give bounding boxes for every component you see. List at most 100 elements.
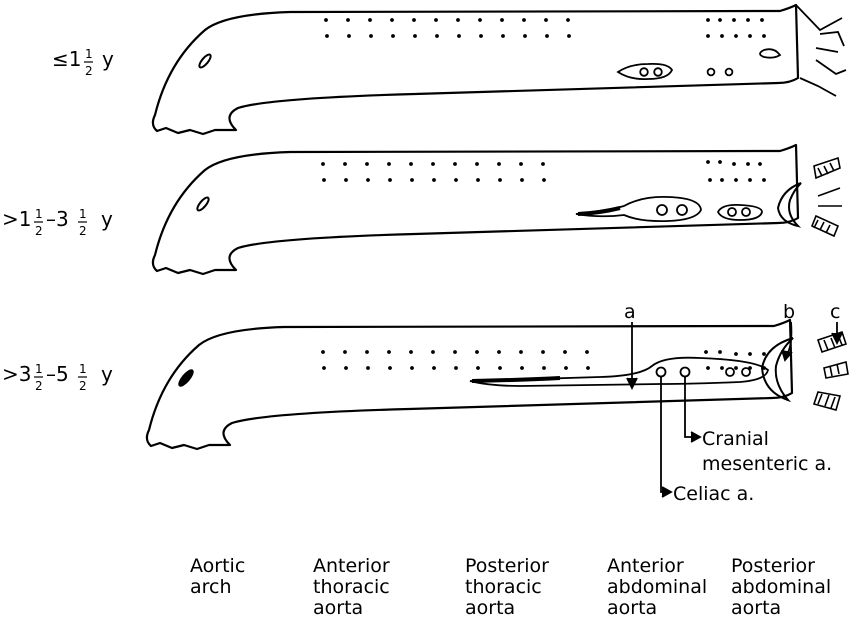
svg-text:y: y <box>102 47 114 71</box>
intercostal-ostium <box>748 178 752 182</box>
intercostal-ostium <box>545 34 549 38</box>
svg-text:2: 2 <box>35 224 43 238</box>
intercostal-ostium <box>387 350 391 354</box>
marker-a: a <box>624 301 636 323</box>
intercostal-ostium <box>732 18 736 22</box>
intercostal-ostium <box>410 366 414 370</box>
intercostal-ostium <box>431 162 435 166</box>
svg-text:≤1: ≤1 <box>52 47 82 71</box>
intercostal-ostium <box>366 178 370 182</box>
intercostal-ostium <box>541 350 545 354</box>
intercostal-ostium <box>388 366 392 370</box>
intercostal-ostium <box>734 366 738 370</box>
intercostal-ostium <box>409 162 413 166</box>
intercostal-ostium <box>343 162 347 166</box>
intercostal-ostium <box>344 178 348 182</box>
intercostal-dots-row-3 <box>321 350 766 370</box>
intercostal-ostium <box>475 162 479 166</box>
ostium-arch <box>198 53 213 69</box>
branches-row-3 <box>814 332 848 410</box>
intercostal-ostium <box>321 350 325 354</box>
intercostal-ostium <box>498 178 502 182</box>
svg-text:1: 1 <box>85 47 93 61</box>
intercostal-ostium <box>585 350 589 354</box>
intercostal-ostium <box>734 352 738 356</box>
intercostal-ostium <box>544 18 548 22</box>
intercostal-ostium <box>413 34 417 38</box>
intercostal-ostium <box>732 162 736 166</box>
intercostal-ostium <box>563 350 567 354</box>
intercostal-ostium <box>564 366 568 370</box>
intercostal-ostium <box>720 366 724 370</box>
intercostal-ostium <box>762 178 766 182</box>
svg-text:2: 2 <box>79 379 87 393</box>
intercostal-ostium <box>734 34 738 38</box>
intercostal-ostium <box>497 162 501 166</box>
intercostal-ostium <box>720 34 724 38</box>
intercostal-ostium <box>478 18 482 22</box>
celiac-ostium <box>640 68 648 76</box>
age-label-row-3: >3 1 2 –5 1 2 y <box>2 362 113 393</box>
intercostal-ostium <box>431 350 435 354</box>
intercostal-ostium <box>453 162 457 166</box>
marker-b: b <box>783 301 795 323</box>
intercostal-ostium <box>586 366 590 370</box>
region-anterior-thoracic: Anterior thoracic aorta <box>313 556 390 619</box>
intercostal-ostium <box>387 162 391 166</box>
intercostal-ostium <box>706 34 710 38</box>
intercostal-ostium <box>760 18 764 22</box>
label-celiac: Celiac a. <box>673 483 754 505</box>
intercostal-ostium <box>454 178 458 182</box>
intercostal-ostium <box>347 34 351 38</box>
svg-text:y: y <box>101 362 113 386</box>
intercostal-ostium <box>762 352 766 356</box>
intercostal-ostium <box>500 18 504 22</box>
intercostal-ostium <box>520 178 524 182</box>
intercostal-ostium <box>762 34 766 38</box>
intercostal-ostium <box>321 162 325 166</box>
label-mesenteric: mesenteric a. <box>702 453 832 475</box>
intercostal-ostium <box>368 18 372 22</box>
svg-text:1: 1 <box>35 362 43 376</box>
intercostal-ostium <box>706 18 710 22</box>
svg-text:–3: –3 <box>46 207 69 231</box>
intercostal-ostium <box>566 18 570 22</box>
intercostal-ostium <box>434 18 438 22</box>
leader-celiac <box>661 377 665 492</box>
intercostal-ostium <box>322 366 326 370</box>
intercostal-ostium <box>748 352 752 356</box>
svg-text:2: 2 <box>35 379 43 393</box>
intercostal-ostium <box>432 178 436 182</box>
intercostal-ostium <box>344 366 348 370</box>
intercostal-ostium <box>475 350 479 354</box>
intercostal-ostium <box>365 350 369 354</box>
intercostal-ostium <box>457 34 461 38</box>
intercostal-ostium <box>435 34 439 38</box>
intercostal-ostium <box>520 366 524 370</box>
intercostal-ostium <box>453 350 457 354</box>
intercostal-ostium <box>718 18 722 22</box>
intercostal-ostium <box>501 34 505 38</box>
label-cranial: Cranial <box>702 428 769 450</box>
svg-text:–5: –5 <box>46 362 69 386</box>
intercostal-ostium <box>706 366 710 370</box>
intercostal-dots-row-2 <box>321 160 766 182</box>
marker-c: c <box>830 301 840 323</box>
intercostal-ostium <box>718 160 722 164</box>
ostium-arch <box>177 368 195 388</box>
svg-text:1: 1 <box>79 207 87 221</box>
leader-cranial <box>685 377 695 437</box>
intercostal-ostium <box>542 366 546 370</box>
intercostal-ostium <box>412 18 416 22</box>
intercostal-ostium <box>519 162 523 166</box>
intercostal-ostium <box>720 178 724 182</box>
intercostal-ostium <box>718 350 722 354</box>
svg-text:>1: >1 <box>2 207 32 231</box>
intercostal-ostium <box>325 34 329 38</box>
intercostal-ostium <box>454 366 458 370</box>
intercostal-ostium <box>479 34 483 38</box>
svg-text:>3: >3 <box>2 362 32 386</box>
intercostal-ostium <box>542 178 546 182</box>
intercostal-ostium <box>541 162 545 166</box>
